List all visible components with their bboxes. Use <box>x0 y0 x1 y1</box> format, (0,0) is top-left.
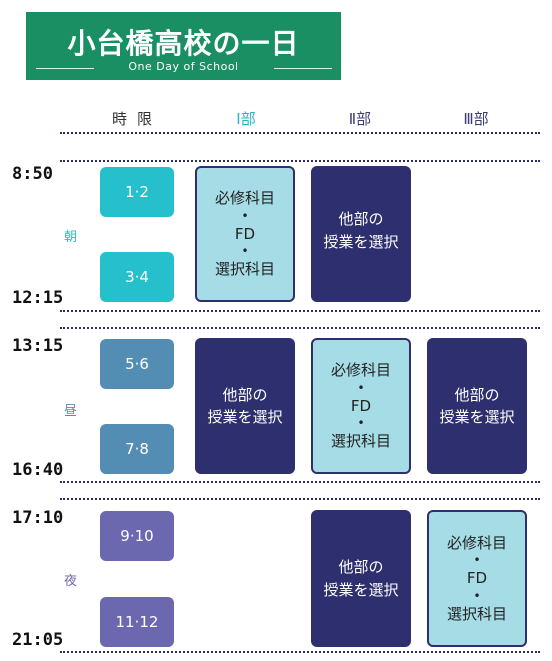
time-end-noon: 16:40 <box>12 460 64 480</box>
bullet: • <box>473 553 481 568</box>
block-text: FD <box>234 224 256 243</box>
block-other-part: 他部の 授業を選択 <box>311 166 411 302</box>
divider <box>60 160 540 162</box>
time-start-morning: 8:50 <box>12 164 53 184</box>
period-pill: 5·6 <box>100 339 174 389</box>
period-pill: 1·2 <box>100 167 174 217</box>
block-text: FD <box>466 569 488 588</box>
period-pill: 9·10 <box>100 511 174 561</box>
period-pill: 11·12 <box>100 597 174 647</box>
block-text: 選択科目 <box>330 432 391 451</box>
block-required-fd-elective: 必修科目 • FD • 選択科目 <box>195 166 295 302</box>
divider <box>60 310 540 312</box>
bullet: • <box>357 416 365 431</box>
bullet: • <box>357 380 365 395</box>
block-text: 他部の <box>338 210 384 228</box>
period-pill: 7·8 <box>100 424 174 474</box>
block-text: 授業を選択 <box>439 408 515 426</box>
block-text: 必修科目 <box>446 533 507 552</box>
title-banner: 小台橋高校の一日 One Day of School <box>26 12 341 80</box>
period-pill: 3·4 <box>100 252 174 302</box>
page-title: 小台橋高校の一日 <box>67 27 300 60</box>
block-required-fd-elective: 必修科目 • FD • 選択科目 <box>311 338 411 474</box>
block-text: 他部の <box>222 385 268 404</box>
section-label-night: 夜 <box>64 574 78 589</box>
block-text: 必修科目 <box>214 189 275 208</box>
divider <box>60 327 540 329</box>
time-end-morning: 12:15 <box>12 288 64 308</box>
block-other-part: 他部の 授業を選択 <box>195 338 295 474</box>
header-part-1: Ⅰ部 <box>236 110 256 128</box>
block-text: 授業を選択 <box>323 580 399 599</box>
block-text: 選択科目 <box>214 260 275 279</box>
block-other-part: 他部の 授業を選択 <box>311 510 411 647</box>
block-text: FD <box>350 396 372 415</box>
divider <box>60 481 540 483</box>
bullet: • <box>241 244 249 259</box>
divider <box>60 498 540 500</box>
time-start-noon: 13:15 <box>12 336 64 356</box>
header-time-slot: 時限 <box>111 110 162 128</box>
header-part-3: Ⅲ部 <box>463 110 489 128</box>
block-text: 他部の <box>338 558 384 576</box>
bullet: • <box>241 208 249 223</box>
block-text: 必修科目 <box>330 361 391 380</box>
block-text: 他部の <box>454 385 500 404</box>
banner-rule-left <box>36 68 94 69</box>
section-label-morning: 朝 <box>64 230 78 245</box>
block-text: 選択科目 <box>446 604 507 623</box>
divider <box>60 651 540 653</box>
section-label-noon: 昼 <box>64 404 78 419</box>
page-subtitle: One Day of School <box>128 60 239 73</box>
block-text: 授業を選択 <box>323 232 399 251</box>
time-end-night: 21:05 <box>12 630 64 650</box>
bullet: • <box>473 588 481 603</box>
divider <box>60 132 540 134</box>
banner-rule-right <box>274 68 332 69</box>
time-start-night: 17:10 <box>12 508 64 528</box>
block-other-part: 他部の 授業を選択 <box>427 338 527 474</box>
header-part-2: Ⅱ部 <box>348 110 372 128</box>
block-required-fd-elective: 必修科目 • FD • 選択科目 <box>427 510 527 647</box>
block-text: 授業を選択 <box>207 408 283 426</box>
